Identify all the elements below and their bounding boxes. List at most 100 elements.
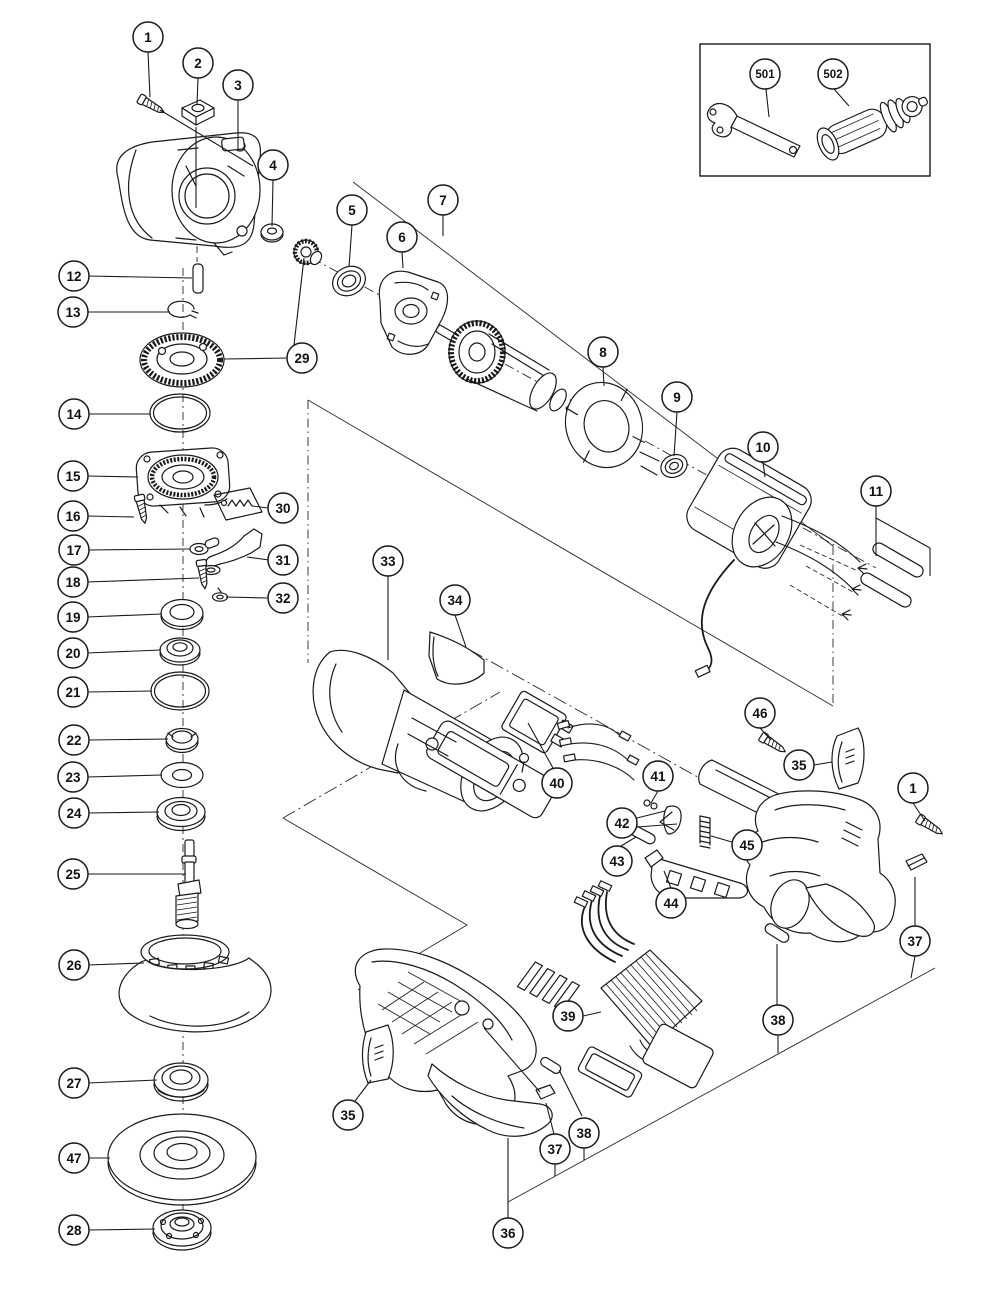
svg-text:20: 20	[65, 646, 80, 661]
tapping-screw-1a	[135, 93, 168, 118]
callout-45: 45	[731, 829, 763, 861]
svg-text:18: 18	[65, 575, 81, 590]
leader-line	[86, 613, 163, 618]
leader-line	[87, 1079, 158, 1084]
leader-line	[147, 51, 151, 98]
callout-5: 5	[336, 194, 368, 226]
wheel-guard-26	[118, 934, 272, 1033]
construction-line	[469, 649, 713, 786]
leader-line	[620, 836, 637, 847]
lock-spring-set-30	[213, 487, 263, 521]
leader-line	[765, 88, 770, 118]
svg-text:21: 21	[65, 685, 81, 700]
callout-1: 1	[897, 772, 929, 804]
o-ring-21	[150, 671, 210, 711]
leader-line	[663, 870, 672, 889]
leader-line	[762, 461, 766, 478]
svg-text:13: 13	[65, 305, 81, 320]
svg-text:26: 26	[66, 958, 82, 973]
svg-text:6: 6	[398, 230, 406, 245]
leader-line	[86, 649, 162, 654]
svg-text:42: 42	[614, 816, 629, 831]
leader-line	[86, 774, 163, 778]
svg-text:47: 47	[66, 1151, 81, 1166]
callout-15: 15	[57, 460, 89, 492]
leader-line	[582, 1011, 602, 1017]
svg-text:46: 46	[752, 706, 768, 721]
svg-text:30: 30	[275, 501, 290, 516]
svg-text:7: 7	[439, 193, 447, 208]
svg-text:501: 501	[755, 69, 775, 81]
leader-line	[910, 955, 916, 979]
snap-ring-13	[167, 300, 199, 319]
leader-line	[710, 835, 733, 843]
leader-line	[636, 823, 678, 828]
svg-text:37: 37	[547, 1142, 562, 1157]
construction-lines	[182, 181, 936, 1213]
washer-23	[160, 761, 204, 789]
brush-cap-left-35	[361, 1024, 394, 1084]
svg-text:3: 3	[234, 78, 242, 93]
svg-text:1: 1	[909, 781, 917, 796]
leader-line	[354, 1079, 372, 1102]
callout-29: 29	[286, 342, 318, 374]
bearing-cover-15	[135, 447, 231, 518]
side-handle-502	[816, 95, 928, 161]
leader-line	[545, 1102, 555, 1135]
washer-32	[211, 587, 229, 602]
spindle-25	[175, 839, 202, 930]
leader-line	[87, 548, 191, 551]
callout-12: 12	[58, 260, 90, 292]
callout-24: 24	[58, 797, 90, 829]
callout-23: 23	[57, 761, 89, 793]
leader-line	[454, 614, 467, 648]
svg-text:27: 27	[66, 1076, 81, 1091]
callout-14: 14	[58, 398, 90, 430]
svg-text:22: 22	[66, 733, 81, 748]
leader-line	[251, 505, 269, 509]
callout-46: 46	[744, 697, 776, 729]
leader-line	[86, 577, 200, 583]
callout-40: 40	[541, 767, 573, 799]
callout-13: 13	[57, 296, 89, 328]
leader-line	[912, 802, 926, 822]
callout-4: 4	[257, 149, 289, 181]
svg-text:11: 11	[869, 484, 884, 499]
leader-line	[159, 109, 254, 167]
callout-2: 2	[182, 47, 214, 79]
callout-33: 33	[372, 545, 404, 577]
svg-text:35: 35	[791, 758, 807, 773]
svg-text:41: 41	[650, 769, 666, 784]
callout-22: 22	[58, 724, 90, 756]
leader-line	[223, 357, 289, 360]
svg-text:33: 33	[380, 554, 396, 569]
callout-43: 43	[601, 845, 633, 877]
callout-3: 3	[222, 69, 254, 101]
leader-line	[87, 275, 193, 279]
construction-line	[789, 584, 845, 618]
callout-8: 8	[587, 336, 619, 368]
pin-38-right	[764, 923, 790, 943]
leader-line	[759, 727, 772, 741]
leader-line	[87, 738, 169, 741]
brush-cap-right-35	[831, 727, 865, 790]
wheel-washer-27	[153, 1062, 209, 1102]
svg-text:16: 16	[65, 509, 81, 524]
switch-40	[501, 690, 574, 773]
leader-line	[293, 257, 305, 346]
callout-37: 37	[899, 925, 931, 957]
svg-text:40: 40	[549, 776, 564, 791]
brush-holder-44	[644, 849, 749, 899]
handle-36	[354, 948, 553, 1137]
leader-line	[271, 179, 274, 227]
leader-line	[813, 761, 833, 766]
pinion-gear	[292, 238, 323, 266]
lock-lever-31	[201, 528, 263, 576]
seal-20	[159, 637, 201, 666]
svg-text:43: 43	[609, 854, 625, 869]
callout-38: 38	[762, 1004, 794, 1036]
svg-text:24: 24	[66, 806, 82, 821]
tapping-screw-1b	[914, 813, 946, 839]
leader-line	[86, 690, 153, 693]
callout-35: 35	[332, 1099, 364, 1131]
